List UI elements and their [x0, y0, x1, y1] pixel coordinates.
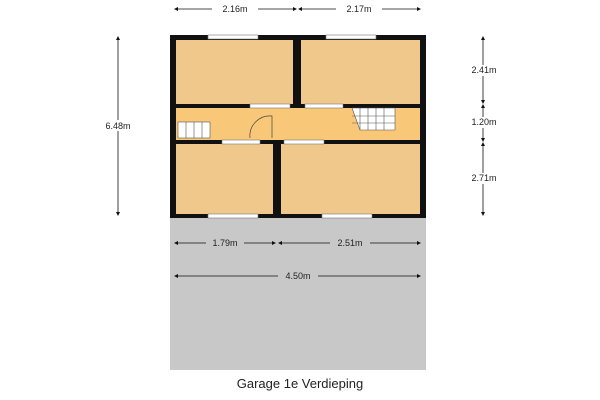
stairs-right	[351, 107, 396, 131]
door-swing	[249, 115, 273, 139]
dim-top-right: 2.17m	[346, 4, 371, 14]
room-top-left	[176, 40, 293, 104]
room-bottom-left	[176, 144, 273, 214]
plan-caption: Garage 1e Verdieping	[236, 376, 364, 391]
dim-bottom-left: 1.79m	[212, 238, 237, 248]
dim-right-top: 2.41m	[471, 65, 496, 75]
dim-left-height: 6.48m	[105, 121, 130, 131]
dim-right-middle: 1.20m	[471, 117, 496, 127]
doors	[221, 103, 344, 145]
room-bottom-right	[281, 144, 420, 214]
windows	[207, 34, 377, 219]
dim-right-bottom: 2.71m	[471, 173, 496, 183]
stairs-left	[177, 121, 211, 139]
dim-top-left: 2.16m	[222, 4, 247, 14]
dim-bottom-right: 2.51m	[337, 238, 362, 248]
dim-bottom-total: 4.50m	[285, 271, 310, 281]
room-top-right	[301, 40, 420, 104]
